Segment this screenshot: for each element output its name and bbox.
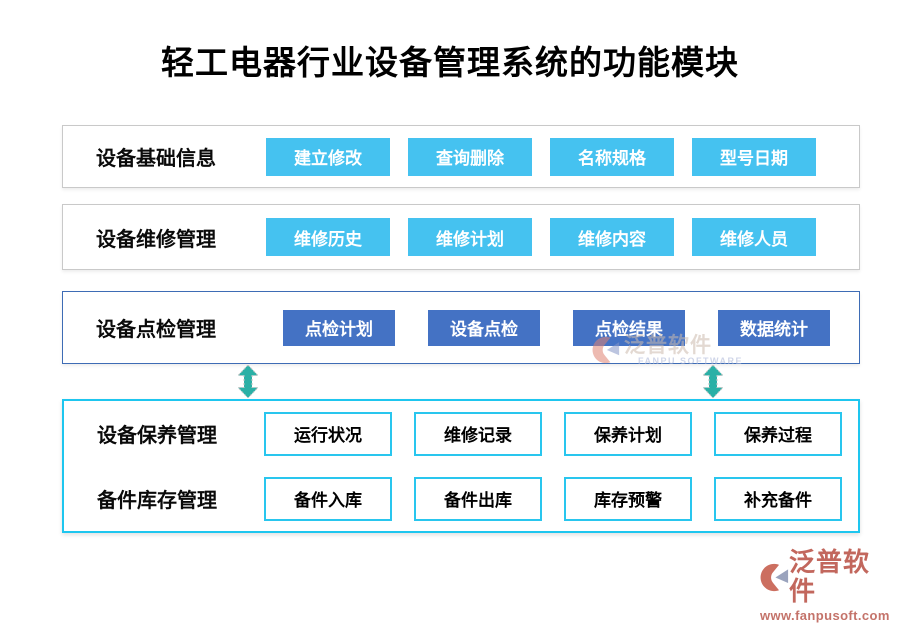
button-stock-warning[interactable]: 库存预警 [564,476,692,521]
button-model-date[interactable]: 型号日期 [692,137,816,176]
button-create-modify[interactable]: 建立修改 [266,137,390,176]
row-label-care: 设备保养管理 [97,425,217,447]
footer-brand-url[interactable]: www.fanpusoft.com [760,608,890,623]
button-repair-history[interactable]: 维修历史 [266,218,390,256]
button-check-plan[interactable]: 点检计划 [283,309,395,346]
button-row-repair: 维修历史 维修计划 维修内容 维修人员 [266,218,816,256]
button-query-delete[interactable]: 查询删除 [408,137,532,176]
footer-brand: 泛普软件 www.fanpusoft.com [760,547,890,623]
button-repair-plan[interactable]: 维修计划 [408,218,532,256]
button-row-inventory: 备件入库 备件出库 库存预警 补充备件 [264,476,842,521]
fanpu-logo-icon [760,563,789,591]
button-replenish-part[interactable]: 补充备件 [714,476,842,521]
button-device-check[interactable]: 设备点检 [428,309,540,346]
updown-arrow-icon [701,365,725,398]
button-repair-staff[interactable]: 维修人员 [692,218,816,256]
row-label-repair: 设备维修管理 [96,228,216,251]
button-data-stats[interactable]: 数据统计 [718,309,830,346]
button-part-inbound[interactable]: 备件入库 [264,476,392,521]
button-row-spotcheck: 点检计划 设备点检 点检结果 数据统计 [283,309,830,346]
button-row-base-info: 建立修改 查询删除 名称规格 型号日期 [266,137,816,176]
footer-brand-name: 泛普软件 [789,547,871,606]
button-running-status[interactable]: 运行状况 [264,411,392,456]
diagram-canvas: 轻工电器行业设备管理系统的功能模块 设备基础信息 建立修改 查询删除 名称规格 … [62,44,890,623]
row-label-inventory: 备件库存管理 [97,490,217,512]
row-inventory-management: 备件库存管理 备件入库 备件出库 库存预警 补充备件 [64,466,858,531]
button-repair-record[interactable]: 维修记录 [414,411,542,456]
row-label-base-info: 设备基础信息 [96,148,216,170]
row-label-spotcheck: 设备点检管理 [96,319,216,341]
row-care-management: 设备保养管理 运行状况 维修记录 保养计划 保养过程 [64,401,858,466]
button-name-spec[interactable]: 名称规格 [550,137,674,176]
panel-equipment-base-info: 设备基础信息 建立修改 查询删除 名称规格 型号日期 [62,125,860,188]
button-check-result[interactable]: 点检结果 [573,309,685,346]
button-care-plan[interactable]: 保养计划 [564,411,692,456]
diagram-title: 轻工电器行业设备管理系统的功能模块 [161,44,739,81]
button-repair-content[interactable]: 维修内容 [550,218,674,256]
button-row-care: 运行状况 维修记录 保养计划 保养过程 [264,411,842,456]
button-part-outbound[interactable]: 备件出库 [414,476,542,521]
panel-care-and-inventory: 设备保养管理 运行状况 维修记录 保养计划 保养过程 备件库存管理 备件入库 备… [62,399,860,533]
button-care-process[interactable]: 保养过程 [714,411,842,456]
panel-spotcheck-management: 设备点检管理 点检计划 设备点检 点检结果 数据统计 [62,291,860,364]
updown-arrow-icon [236,365,260,398]
panel-repair-management: 设备维修管理 维修历史 维修计划 维修内容 维修人员 [62,204,860,270]
